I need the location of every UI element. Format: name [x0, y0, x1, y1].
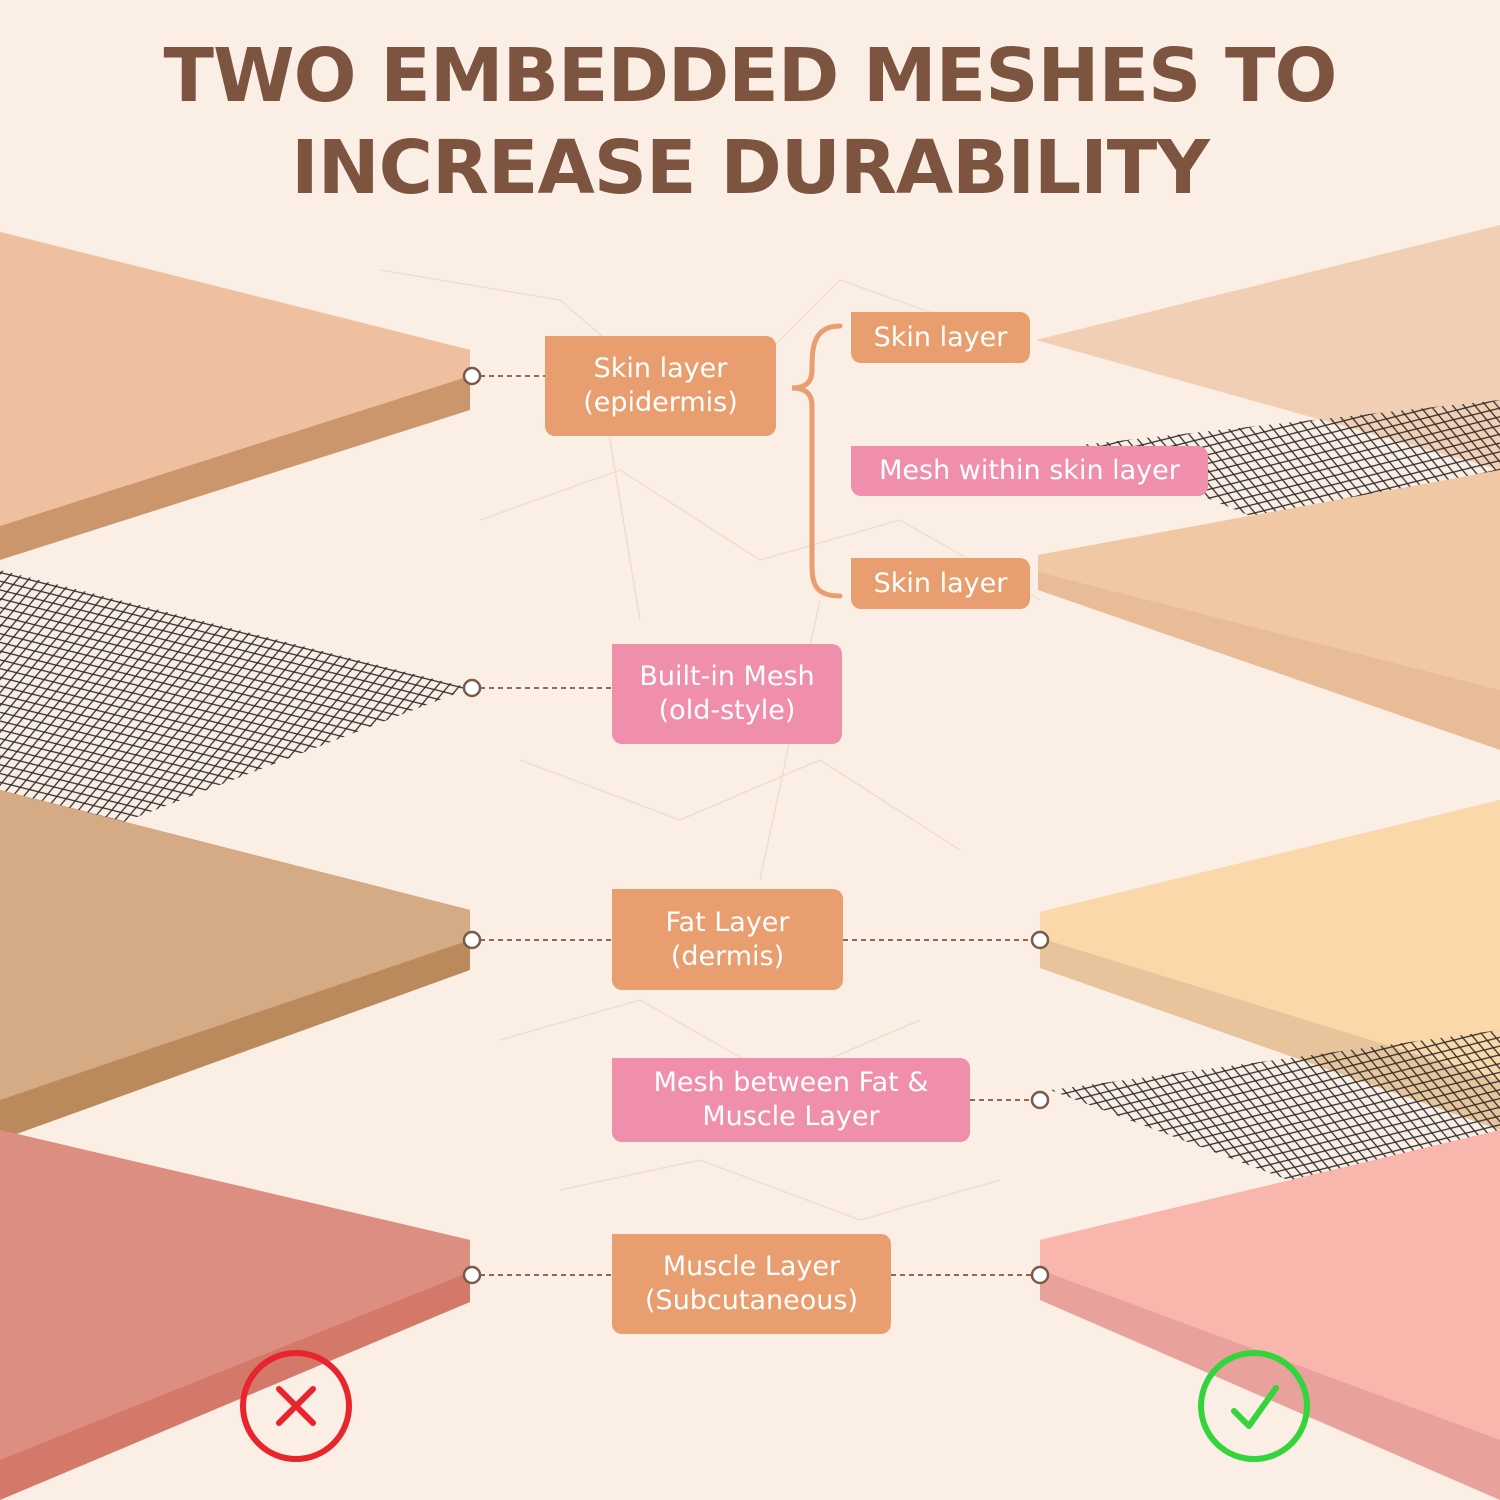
label-skin-epidermis: Skin layer (epidermis) — [545, 336, 776, 436]
label-fat-layer: Fat Layer (dermis) — [612, 889, 843, 990]
label-line: Fat Layer — [665, 906, 790, 938]
label-line: Built-in Mesh — [639, 661, 815, 692]
curly-brace — [791, 323, 843, 599]
label-builtin-mesh: Built-in Mesh (old-style) — [612, 644, 842, 744]
title-line-2: INCREASE DURABILITY — [291, 125, 1210, 211]
label-muscle-layer: Muscle Layer (Subcutaneous) — [612, 1234, 891, 1334]
connector-lines — [480, 375, 1032, 1276]
label-line: Muscle Layer — [702, 1101, 880, 1132]
label-line: Muscle Layer — [662, 1251, 841, 1282]
label-line: (old-style) — [658, 695, 796, 726]
left-muscle-slab — [0, 1130, 470, 1500]
label-line: (dermis) — [670, 940, 785, 972]
label-mesh-between: Mesh between Fat & Muscle Layer — [612, 1058, 970, 1142]
title-line-1: TWO EMBEDDED MESHES TO — [163, 33, 1338, 119]
label-line: Mesh between Fat & — [653, 1067, 929, 1098]
label-line: Skin layer — [873, 321, 1008, 353]
right-skin-bottom-slab — [1038, 470, 1500, 750]
label-line: Skin layer — [593, 353, 728, 384]
left-fat-slab — [0, 790, 470, 1140]
label-line: (epidermis) — [583, 387, 738, 418]
right-skin-top-slab — [1036, 225, 1500, 470]
label-skin-top: Skin layer — [851, 312, 1030, 363]
label-line: (Subcutaneous) — [645, 1285, 858, 1316]
left-skin-slab — [0, 232, 470, 560]
page-title: TWO EMBEDDED MESHES TO INCREASE DURABILI… — [0, 30, 1500, 214]
label-mesh-within-skin: Mesh within skin layer — [851, 446, 1208, 496]
connector-dots — [462, 366, 1050, 1285]
right-muscle-slab — [1040, 1130, 1500, 1500]
label-line: Skin layer — [873, 567, 1008, 599]
label-line: Mesh within skin layer — [879, 455, 1180, 486]
left-builtin-mesh — [0, 570, 470, 870]
cross-icon — [240, 1350, 352, 1462]
check-icon — [1198, 1350, 1310, 1462]
label-skin-bottom: Skin layer — [851, 558, 1030, 609]
